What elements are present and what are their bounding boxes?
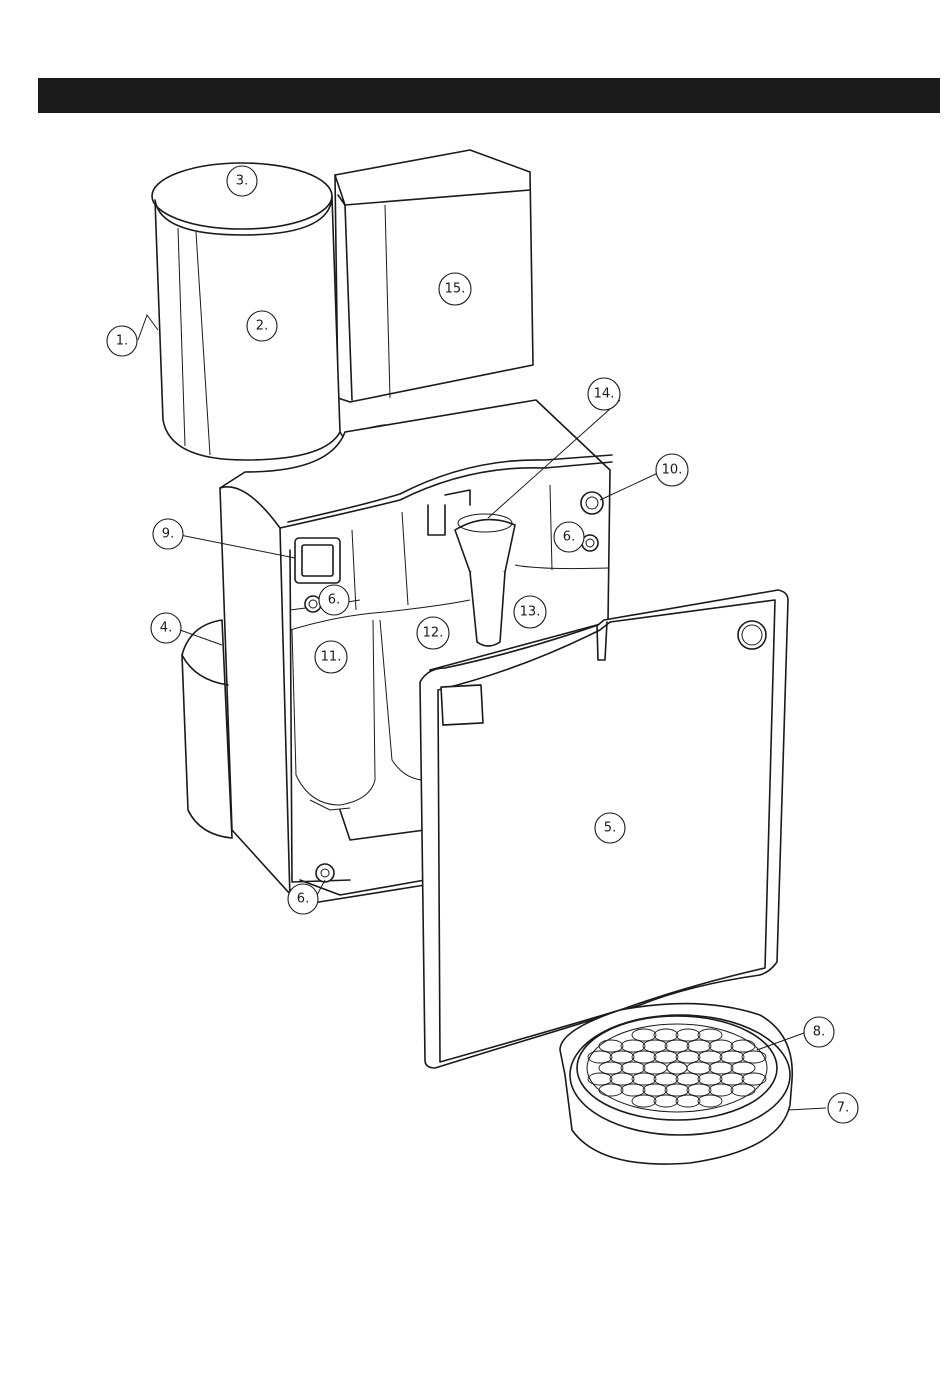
callout-5: 5.: [595, 813, 625, 843]
callout-4: 4.: [151, 613, 181, 643]
callout-6-bottom: 6.: [288, 884, 318, 914]
callout-label: 3.: [236, 174, 248, 189]
callout-label: 1.: [116, 334, 128, 349]
callout-3: 3.: [227, 166, 257, 196]
part-water-tank: [335, 150, 533, 402]
callout-label: 13.: [520, 605, 541, 620]
callout-label: 9.: [162, 527, 174, 542]
part-grounds-container: [182, 620, 232, 838]
callout-label: 6.: [297, 892, 309, 907]
callout-label: 14.: [594, 387, 615, 402]
callout-8: 8.: [804, 1017, 834, 1047]
callout-label: 15.: [445, 282, 466, 297]
callout-14: 14.: [588, 378, 620, 410]
callout-9: 9.: [153, 519, 183, 549]
callout-label: 8.: [813, 1025, 825, 1040]
callout-label: 6.: [328, 593, 340, 608]
callout-6-left: 6.: [319, 585, 349, 615]
callout-label: 7.: [837, 1101, 849, 1116]
callout-7: 7.: [828, 1093, 858, 1123]
callout-label: 4.: [160, 621, 172, 636]
callout-6-right: 6.: [554, 522, 584, 552]
callout-label: 6.: [563, 530, 575, 545]
grate-center-hole: [667, 1062, 687, 1074]
callout-label: 10.: [662, 463, 683, 478]
callout-15: 15.: [439, 273, 471, 305]
callout-2: 2.: [247, 311, 277, 341]
callout-label: 5.: [604, 821, 616, 836]
callout-11: 11.: [315, 641, 347, 673]
callout-label: 2.: [256, 319, 268, 334]
callout-13: 13.: [514, 596, 546, 628]
callout-1: 1.: [107, 326, 137, 356]
callout-label: 11.: [321, 650, 342, 665]
callout-10: 10.: [656, 454, 688, 486]
callout-12: 12.: [417, 617, 449, 649]
callout-label: 12.: [423, 626, 444, 641]
